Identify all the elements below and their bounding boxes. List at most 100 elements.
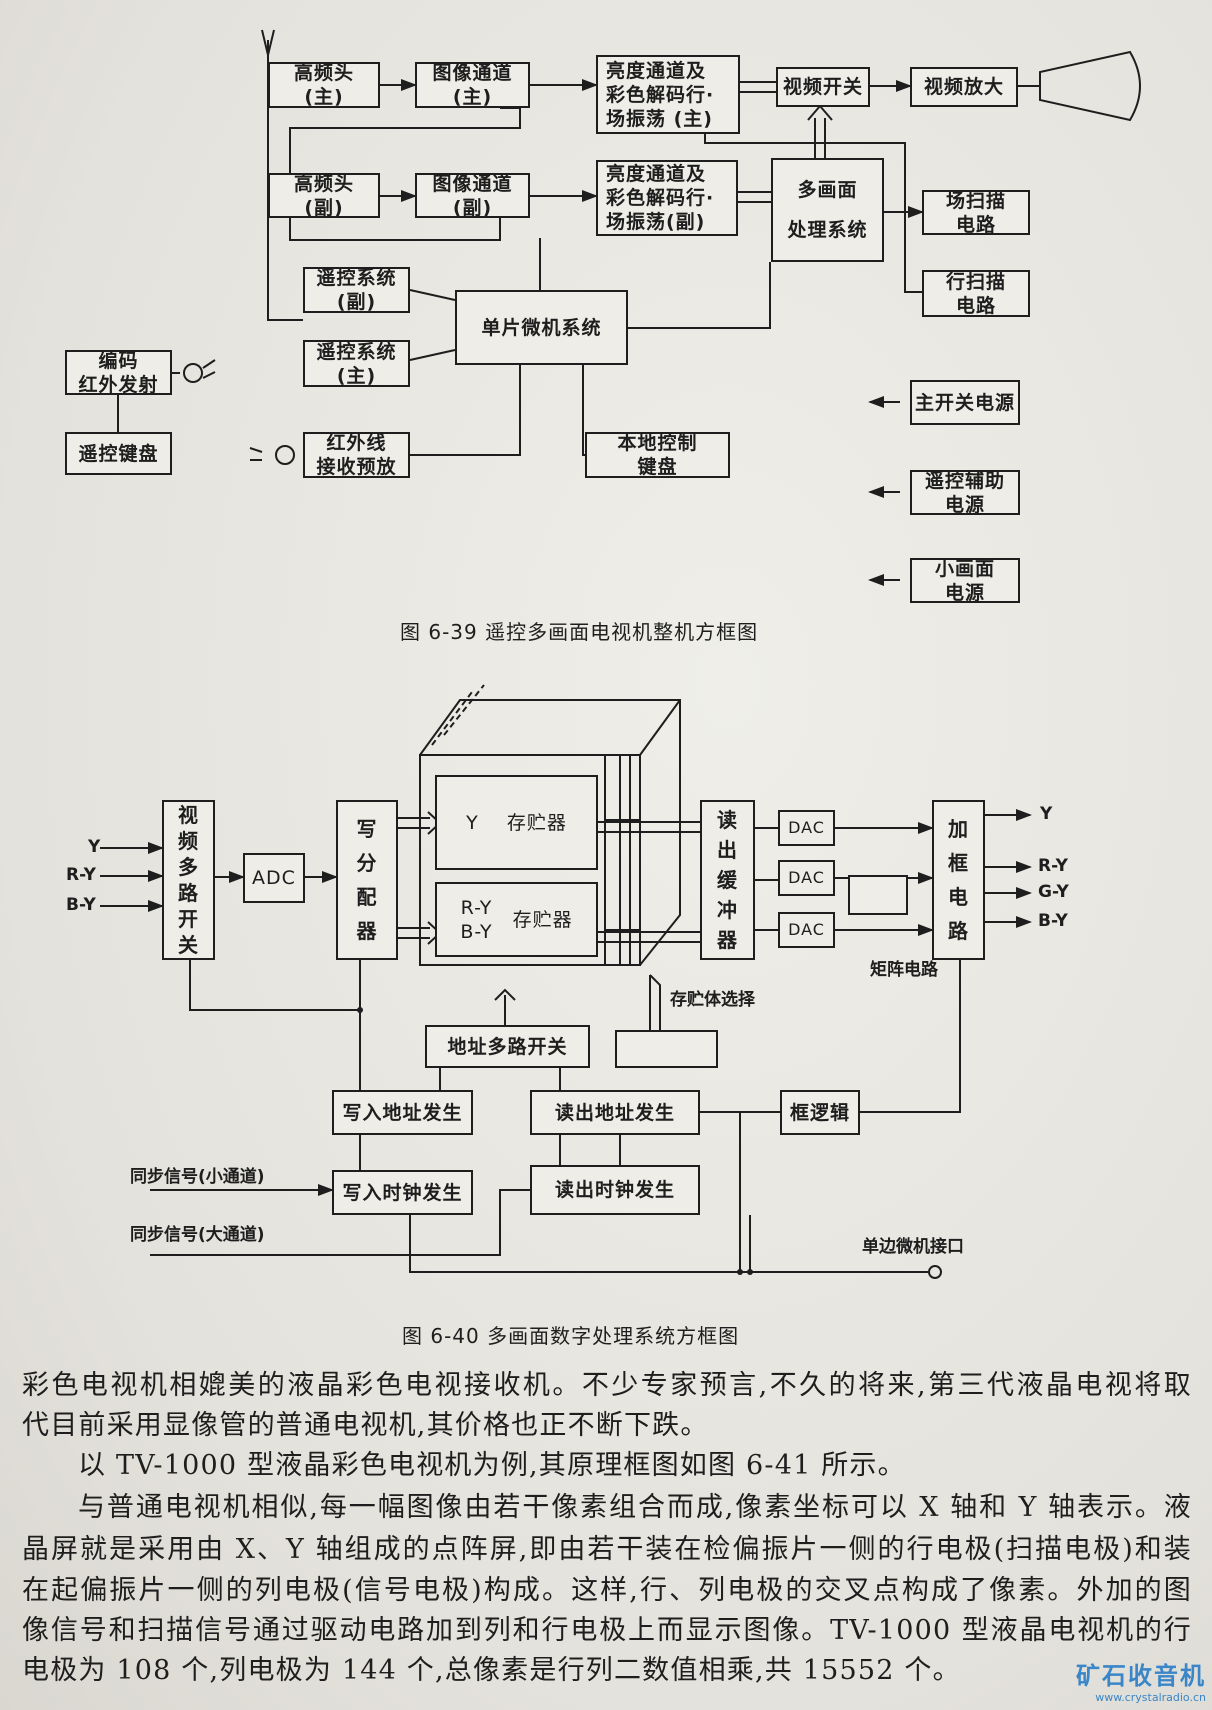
sync-small-label: 同步信号(小通道) <box>130 1167 265 1187</box>
mcu-port-label: 单边微机接口 <box>862 1237 964 1257</box>
block-label: 读出地址发生 <box>554 1101 675 1124</box>
block-label: 高频头 <box>293 62 354 84</box>
block-label: 电源 <box>944 493 985 516</box>
if-sub-block: 图像通道(副) <box>415 172 530 219</box>
block-label: 缓 <box>717 868 738 892</box>
read-clock-block: 读出时钟发生 <box>530 1165 700 1215</box>
output-y-label: Y <box>1040 804 1053 824</box>
horizontal-scan-block: 行扫描电路 <box>922 270 1030 317</box>
address-mux-block: 地址多路开关 <box>425 1025 590 1068</box>
block-label: 视频放大 <box>923 76 1004 98</box>
body-text-line: 代目前采用显像管的普通电视机,其价格也正不断下跌。 <box>22 1410 709 1441</box>
block-label: 遥控系统 <box>316 267 397 289</box>
block-label: 处理系统 <box>787 219 868 241</box>
local-keypad-block: 本地控制键盘 <box>585 432 730 478</box>
y-memory-block: Y 存贮器 <box>435 775 598 870</box>
sync-large-label: 同步信号(大通道) <box>130 1225 265 1245</box>
watermark: 矿石收音机 www.crystalradio.cn <box>1076 1656 1206 1704</box>
block-label: ADC <box>252 867 296 889</box>
block-label: (副) <box>452 196 493 219</box>
video-amp-block: 视频放大 <box>910 67 1018 107</box>
block-label: (主) <box>452 86 493 108</box>
input-by-label: B-Y <box>66 895 96 915</box>
block-label: B-Y <box>460 920 493 943</box>
remote-keypad-block: 遥控键盘 <box>65 432 172 475</box>
block-label: 冲 <box>717 898 738 922</box>
block-label: DAC <box>788 818 825 837</box>
block-label: 电路 <box>955 213 996 236</box>
block-label: 写 <box>356 817 378 841</box>
frame-circuit-block: 加框电路 <box>932 800 985 960</box>
block-label: 彩色解码行· <box>606 187 715 209</box>
block-label: 小画面 <box>934 557 995 580</box>
block-label: 读出时钟发生 <box>554 1179 675 1201</box>
dac-block-1: DAC <box>778 810 835 846</box>
block-label: 加 <box>948 817 969 841</box>
video-switch-block: 视频开关 <box>776 67 870 107</box>
block-label: 路 <box>948 919 969 943</box>
input-ry-label: R-Y <box>66 865 96 885</box>
input-y-label: Y <box>88 837 101 857</box>
block-label: 读 <box>717 808 738 832</box>
block-label: DAC <box>788 920 825 939</box>
block-label: R-Y <box>460 896 493 919</box>
write-clock-block: 写入时钟发生 <box>332 1170 473 1215</box>
aux-psu-block: 遥控辅助电源 <box>910 470 1020 516</box>
ir-transmitter-block: 编码红外发射 <box>65 349 172 396</box>
remote-sub-block: 遥控系统(副) <box>303 267 410 313</box>
output-by-label: B-Y <box>1038 911 1068 931</box>
block-label: 写入时钟发生 <box>342 1181 463 1204</box>
block-label: 器 <box>717 928 738 952</box>
body-text-line: 与普通电视机相似,每一幅图像由若干像素组合而成,像素坐标可以 X 轴和 Y 轴表… <box>78 1492 1192 1523</box>
video-mux-block: 视频多路开关 <box>162 800 215 960</box>
body-text-line: 彩色电视机相媲美的液晶彩色电视接收机。不少专家预言,不久的将来,第三代液晶电视将… <box>22 1370 1192 1401</box>
figure-6-39-caption: 图 6-39 遥控多画面电视机整机方框图 <box>400 620 759 644</box>
block-label: 电路 <box>955 294 996 317</box>
block-label: 遥控键盘 <box>78 442 159 465</box>
output-ry-label: R-Y <box>1038 856 1068 876</box>
block-label: (副) <box>336 291 377 313</box>
vertical-scan-block: 场扫描电路 <box>922 190 1030 236</box>
luma-sub-block: 亮度通道及彩色解码行·场振荡(副) <box>596 160 738 236</box>
body-text-line: 电极为 108 个,列电极为 144 个,总像素是行列二数值相乘,共 15552… <box>22 1655 961 1686</box>
block-label: 框 <box>948 851 969 875</box>
block-label: 器 <box>356 919 378 943</box>
ir-receiver-block: 红外线接收预放 <box>303 432 410 478</box>
block-label: (主) <box>336 364 377 387</box>
bank-select-label: 存贮体选择 <box>670 990 755 1010</box>
read-address-block: 读出地址发生 <box>530 1090 700 1135</box>
block-label: 高频头 <box>293 172 354 195</box>
adc-block: ADC <box>243 853 305 903</box>
block-label: 图像通道 <box>432 172 513 195</box>
block-label: (主) <box>304 86 344 108</box>
block-label: 图像通道 <box>432 62 513 84</box>
block-label: DAC <box>788 868 825 887</box>
block-label: 频 <box>178 829 199 853</box>
block-label: 写入地址发生 <box>342 1101 463 1124</box>
bank-select-block <box>615 1030 718 1068</box>
multi-picture-processor-block: 多画面处理系统 <box>771 158 884 262</box>
block-label: 多画面 <box>797 179 858 201</box>
block-label: 配 <box>356 885 378 909</box>
output-gy-label: G-Y <box>1038 882 1069 902</box>
block-label: 路 <box>178 881 199 905</box>
luma-main-block: 亮度通道及彩色解码行·场振荡 (主) <box>596 55 740 134</box>
block-label: 本地控制 <box>617 432 698 454</box>
block-label: 框逻辑 <box>789 1101 850 1124</box>
figure-6-40-caption: 图 6-40 多画面数字处理系统方框图 <box>402 1324 740 1348</box>
block-label: 亮度通道及 <box>606 163 707 185</box>
if-main-block: 图像通道(主) <box>415 62 530 108</box>
block-label: 出 <box>717 838 738 862</box>
block-label: 场振荡(副) <box>606 211 706 233</box>
watermark-url: www.crystalradio.cn <box>1095 1691 1206 1704</box>
body-text-line: 晶屏就是采用由 X、Y 轴组成的点阵屏,即由若干装在检偏振片一侧的行电极(扫描电… <box>22 1534 1192 1565</box>
block-label: 开 <box>178 907 199 931</box>
dac-block-2: DAC <box>778 860 835 896</box>
block-label: 遥控系统 <box>316 340 397 363</box>
block-label: 存贮器 <box>512 908 573 931</box>
block-label: 地址多路开关 <box>447 1035 568 1058</box>
block-label: 编码 <box>98 349 139 372</box>
pip-psu-block: 小画面电源 <box>910 557 1020 604</box>
write-address-block: 写入地址发生 <box>332 1090 473 1135</box>
